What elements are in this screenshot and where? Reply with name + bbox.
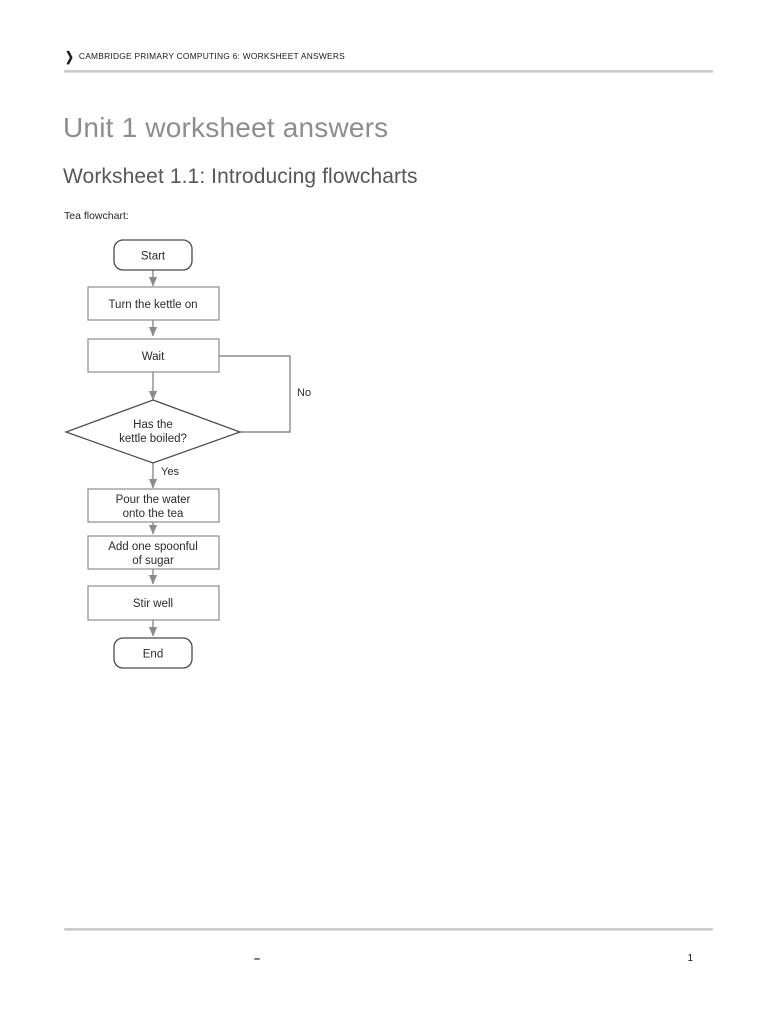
footer-dash: – xyxy=(254,953,261,965)
flow-node-start: Start xyxy=(113,239,193,271)
flow-node-end-label: End xyxy=(143,649,163,661)
flow-node-add-sugar: Add one spoonful of sugar xyxy=(87,535,220,570)
page-title: Unit 1 worksheet answers xyxy=(63,112,389,143)
branch-label-no: No xyxy=(297,387,311,399)
intro-text: Tea flowchart: xyxy=(64,210,129,222)
section-title: Worksheet 1.1: Introducing flowcharts xyxy=(63,165,418,188)
flow-node-turn-kettle-on: Turn the kettle on xyxy=(87,286,220,321)
header-title: CAMBRIDGE PRIMARY COMPUTING 6: WORKSHEET… xyxy=(78,51,345,61)
header-line: ❯ CAMBRIDGE PRIMARY COMPUTING 6: WORKSHE… xyxy=(64,48,713,64)
flow-node-add-sugar-label-line2: of sugar xyxy=(132,555,174,567)
flow-node-stir-well: Stir well xyxy=(87,585,220,621)
header-divider xyxy=(64,70,713,73)
flow-node-add-sugar-label-line1: Add one spoonful xyxy=(108,541,198,553)
flow-node-decision-label-line2: kettle boiled? xyxy=(119,433,187,445)
flow-node-wait-label: Wait xyxy=(142,351,165,363)
footer-divider xyxy=(64,928,713,931)
flow-node-pour-water: Pour the water onto the tea xyxy=(87,488,220,523)
branch-label-yes: Yes xyxy=(161,466,179,478)
tea-flowchart: Start Turn the kettle on Wait Has the ke… xyxy=(60,232,360,682)
footer-row: – 1 xyxy=(64,953,713,977)
flow-node-pour-water-label-line1: Pour the water xyxy=(116,494,191,506)
flow-node-turn-kettle-on-label: Turn the kettle on xyxy=(108,299,197,311)
page-footer: – 1 xyxy=(64,928,713,977)
flow-node-decision: Has the kettle boiled? xyxy=(64,399,242,464)
flow-node-stir-well-label: Stir well xyxy=(133,598,173,610)
flow-node-wait: Wait xyxy=(87,338,220,373)
connector-no-loop xyxy=(160,351,291,433)
flow-node-decision-label-line1: Has the xyxy=(133,419,173,431)
flow-node-start-label: Start xyxy=(141,251,166,263)
flow-node-pour-water-label-line2: onto the tea xyxy=(123,508,184,520)
chevron-right-icon: ❯ xyxy=(65,48,74,64)
page-number: 1 xyxy=(687,953,693,964)
page-header: ❯ CAMBRIDGE PRIMARY COMPUTING 6: WORKSHE… xyxy=(64,48,713,73)
flow-node-end: End xyxy=(113,637,193,669)
